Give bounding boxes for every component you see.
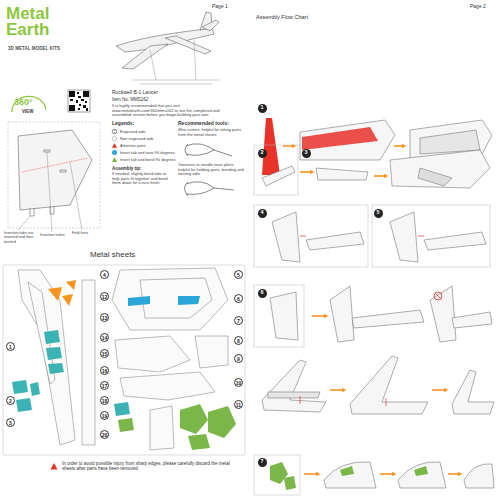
part-note: Insertion tabs are inserted and then twi… [4, 231, 38, 244]
step-label: 7 [260, 459, 263, 465]
callout-number: 12 [100, 292, 109, 301]
callout-number: 1 [6, 342, 15, 351]
callout-number: 4 [100, 270, 109, 279]
tip-heading: Assembly tip: [112, 166, 172, 171]
section-heading: Assembly Flow Chart [256, 14, 356, 20]
step-label: 1 [260, 105, 263, 111]
legend-icon-space [112, 136, 117, 141]
legend-entry: Insert tab and bend 90 degrees [112, 157, 176, 162]
item-number: Item No. MMS162 [112, 97, 202, 102]
callout-number: 2 [6, 396, 15, 405]
legend-entry: Insert tab and twist 90 degrees [112, 150, 175, 155]
section-heading: Metal sheets [90, 250, 170, 259]
callout-number: 3 [6, 418, 15, 427]
step-label: 5 [376, 210, 379, 216]
step-number: 1 [258, 104, 267, 113]
callout-number: 8 [234, 336, 243, 345]
legend-swatch [112, 150, 117, 155]
legend-entry: Non engraved side [112, 136, 154, 141]
brand-tagline: 3D METAL MODEL KITS [8, 46, 98, 51]
badge-text: 360° [14, 97, 48, 107]
callout-number: 10 [234, 378, 243, 387]
step-label: 2 [260, 150, 263, 156]
callout-number: 5 [234, 270, 243, 279]
section-heading: Recommended tools: [178, 121, 248, 127]
callout-number: 17 [100, 381, 109, 390]
callout-number: 18 [100, 396, 109, 405]
brand-logo: Metal Earth [6, 6, 76, 38]
part-note: Fold lines [72, 231, 100, 235]
legend-text: Insert tab and bend 90 degrees [120, 157, 176, 162]
legend-text: Engraved side [120, 129, 146, 134]
step-number: 6 [258, 289, 267, 298]
legend-text: Non engraved side [120, 136, 154, 141]
callout-number: 13 [100, 313, 109, 322]
step-label: 4 [260, 210, 263, 216]
callout-number: 16 [100, 366, 109, 375]
warning-text: In order to avoid possible injury from s… [62, 461, 242, 471]
callout-number: 14 [100, 333, 109, 342]
step-number: 3 [302, 149, 311, 158]
callout-number: 9 [234, 354, 243, 363]
legend-icon-space [112, 143, 117, 148]
note-text: It is highly recommended that you visit … [112, 104, 234, 118]
legend-icon-space [112, 129, 117, 134]
callout-number: 20 [100, 430, 109, 439]
callout-number: 15 [100, 349, 109, 358]
legend-entry: Engraved side [112, 129, 146, 134]
tip-text: If needed, slightly bend tabs to help pa… [112, 172, 174, 186]
legend-text: Attention point [120, 143, 146, 148]
step-number: 2 [258, 149, 267, 158]
step-number: 7 [258, 458, 267, 467]
model-name: Rockwell B-1 Lancer [112, 90, 202, 96]
page-number: Page 1 [212, 4, 242, 10]
legend-swatch [112, 157, 117, 162]
callout-number: 7 [234, 316, 243, 325]
tool-note: Wire cutters: helpful for taking parts f… [178, 128, 244, 137]
section-heading: Legends: [112, 121, 162, 127]
step-label: 6 [260, 290, 263, 296]
callout-number: 11 [234, 400, 243, 409]
step-number: 4 [258, 209, 267, 218]
callout-number: 6 [234, 294, 243, 303]
step-label: 3 [304, 150, 307, 156]
legend-entry: Attention point [112, 143, 146, 148]
page-number: Page 2 [470, 4, 498, 10]
tool-note: Tweezers or needle nose pliers: helpful … [178, 163, 244, 177]
part-note: Insertion holes [40, 233, 70, 237]
legend-text: Insert tab and twist 90 degrees [120, 150, 175, 155]
badge-text: VIEW [22, 109, 46, 114]
callout-number: 19 [100, 411, 109, 420]
step-number: 5 [374, 209, 383, 218]
